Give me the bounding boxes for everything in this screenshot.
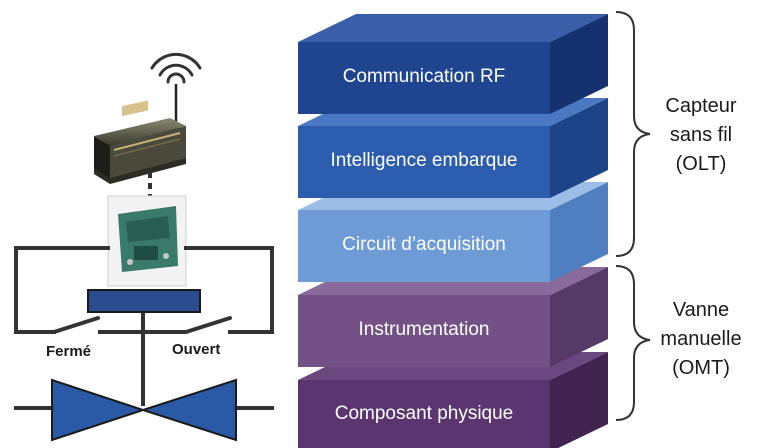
- layer-1-side: [550, 14, 608, 114]
- layer-communication-rf: [298, 14, 608, 114]
- group-line: Capteur: [665, 95, 737, 117]
- layer-2-front: [298, 126, 550, 198]
- layer-4-front: [298, 295, 550, 367]
- layer-5-side: [550, 352, 608, 448]
- group-label-capteur: Capteur sans fil (OLT): [641, 92, 761, 179]
- layer-stack: [298, 14, 608, 448]
- layer-4-side: [550, 267, 608, 367]
- layer-2-side: [550, 98, 608, 198]
- layer-label-circuit-acquisition: Circuit d’acquisition: [342, 234, 506, 255]
- rf-module-image: [94, 100, 186, 184]
- group-line: manuelle: [660, 328, 742, 350]
- label-ouvert: Ouvert: [172, 341, 221, 358]
- layer-1-top: [298, 14, 608, 42]
- brace-vanne: [615, 265, 651, 421]
- group-line: (OLT): [675, 153, 727, 175]
- layer-3-side: [550, 182, 608, 282]
- layer-5-front: [298, 380, 550, 448]
- layer-label-composant-physique: Composant physique: [334, 403, 514, 424]
- actuator-bar: [87, 289, 201, 313]
- layer-label-communication-rf: Communication RF: [342, 66, 506, 87]
- valve-circuit: [14, 246, 274, 410]
- group-line: (OMT): [672, 357, 730, 379]
- brace-capteur: [615, 11, 651, 257]
- switch-ferme: [52, 316, 100, 334]
- valve-body: [51, 378, 237, 442]
- group-line: sans fil: [669, 124, 733, 146]
- layer-1-front: [298, 42, 550, 114]
- label-ferme: Fermé: [46, 343, 92, 360]
- acquisition-board-image: [107, 195, 187, 287]
- group-line: Vanne: [672, 299, 730, 321]
- layer-label-intelligence-embarque: Intelligence embarque: [330, 150, 518, 171]
- layer-label-instrumentation: Instrumentation: [358, 319, 490, 340]
- wifi-icon: [150, 52, 202, 84]
- switch-ouvert: [184, 316, 232, 334]
- layer-3-front: [298, 210, 550, 282]
- group-label-vanne: Vanne manuelle (OMT): [641, 296, 761, 383]
